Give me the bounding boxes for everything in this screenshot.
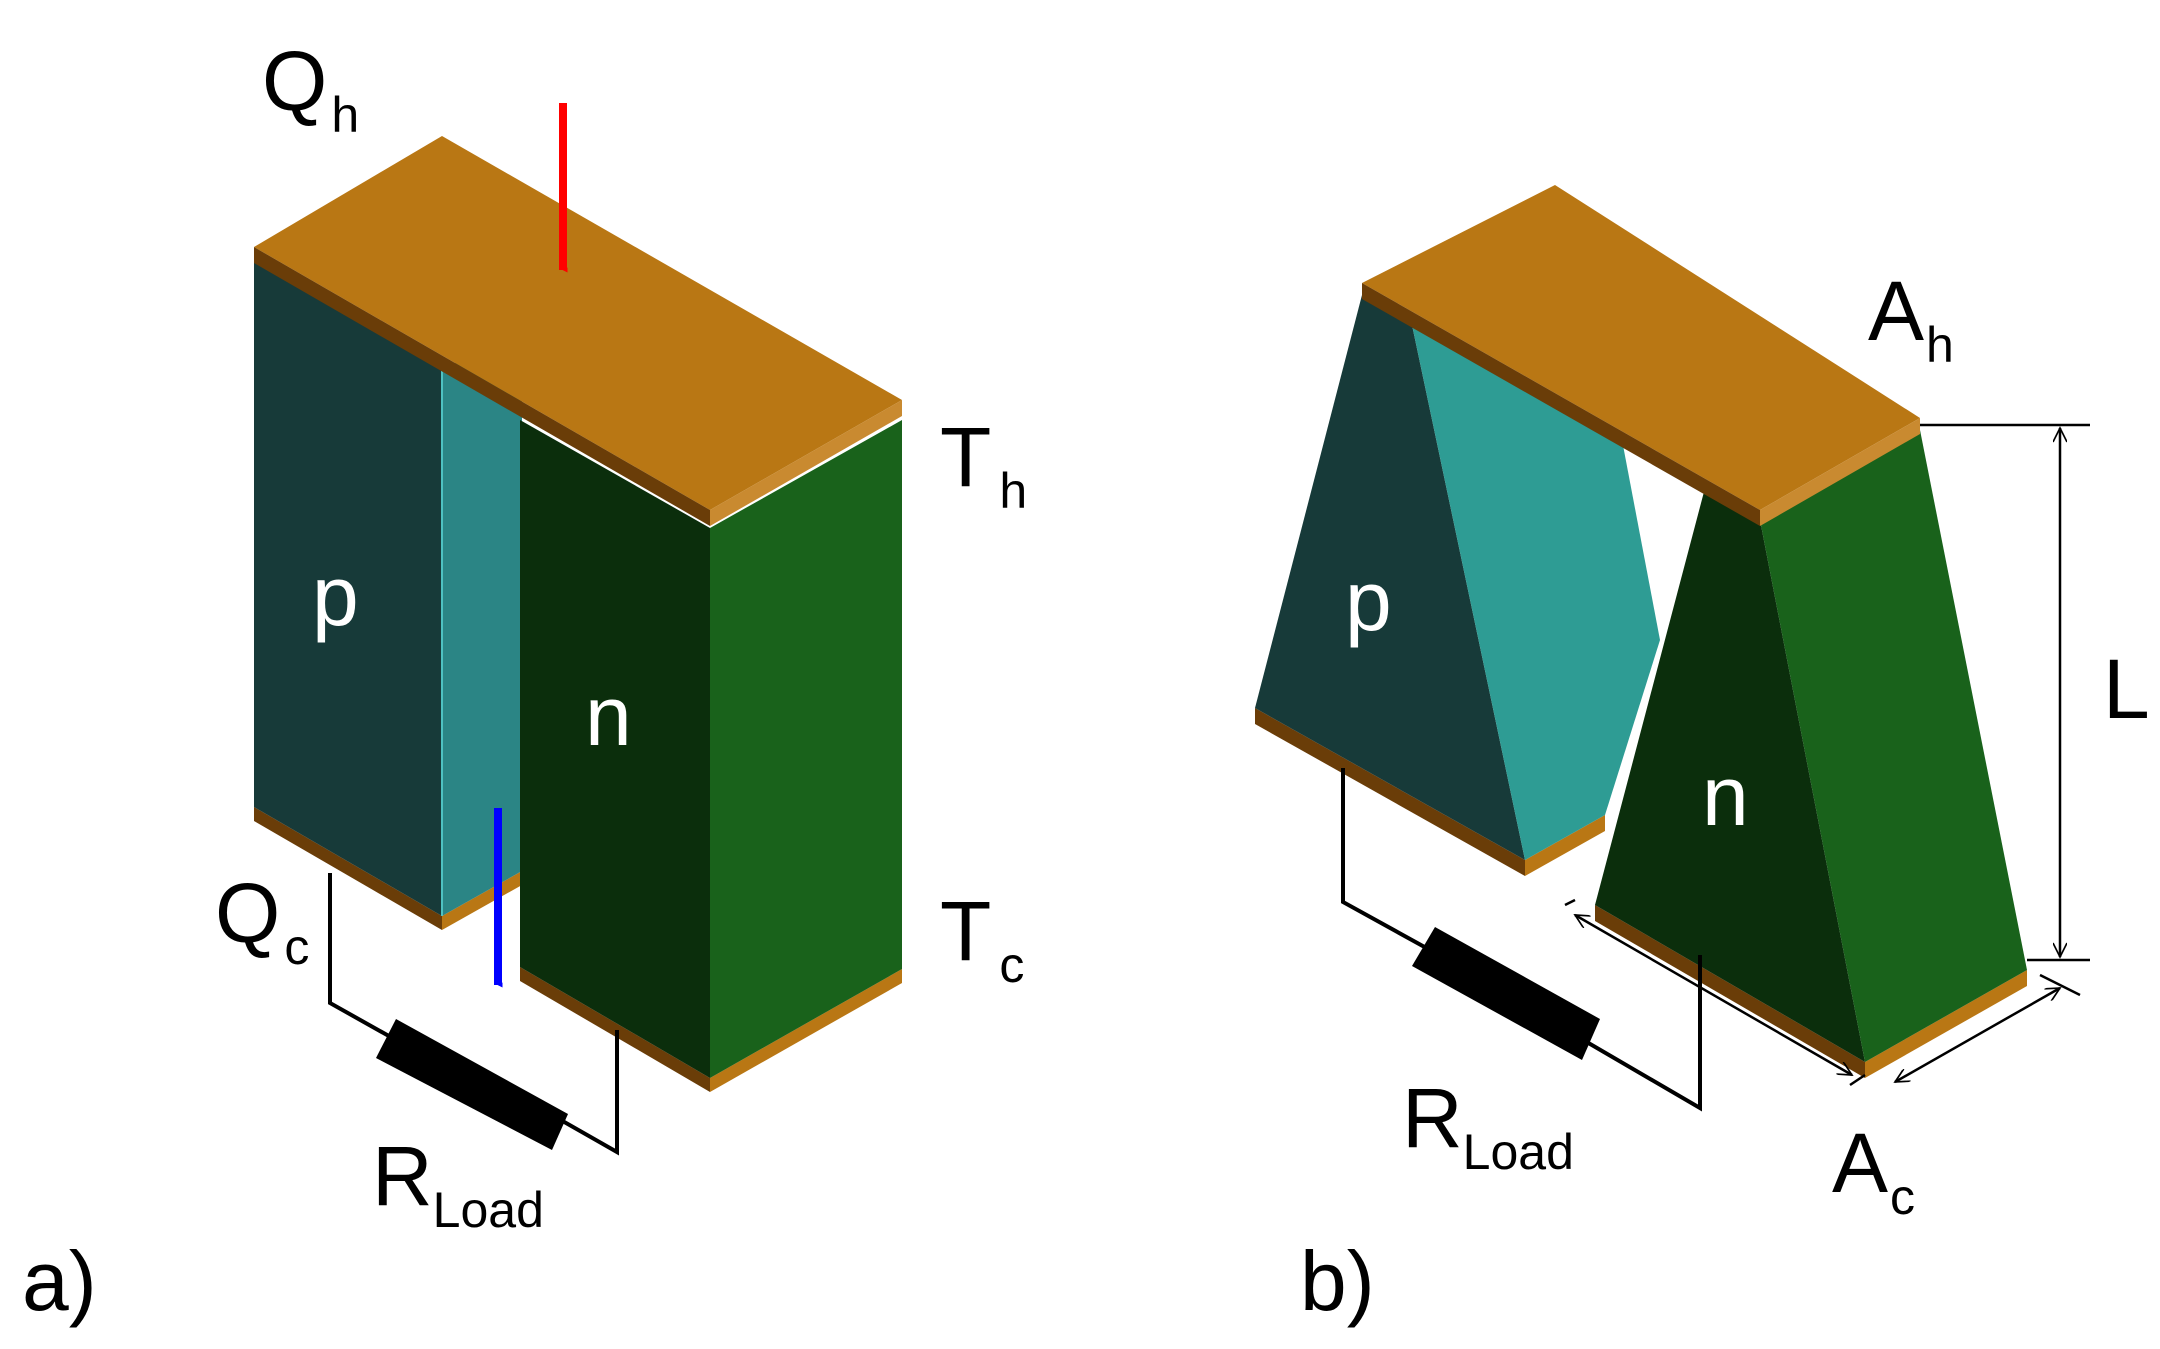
hot-plate-side — [710, 400, 902, 526]
cold-area-ext-1 — [1564, 898, 1576, 907]
load-label-b: RLoad — [1402, 1071, 1574, 1180]
hot-plate-front — [254, 247, 710, 526]
load-label-a: RLoad — [372, 1129, 544, 1238]
cold-area-ext-2 — [1849, 1073, 1866, 1087]
panel-b: Ah L p n RLoad Ac b) — [1255, 185, 2150, 1328]
cold-plate-p-b-side — [1525, 815, 1605, 876]
hot-area-label: Ah — [1868, 264, 1954, 373]
n-leg-side — [710, 420, 902, 1078]
p-leg-side — [442, 334, 522, 916]
cold-plate-n — [520, 967, 710, 1092]
hot-plate-front-b — [1362, 283, 1760, 526]
cold-plate-p-b — [1255, 708, 1525, 876]
load-resistor-a — [376, 1019, 568, 1150]
load-wire-a-right — [551, 1030, 619, 1156]
n-leg-side-b — [1760, 430, 2027, 1062]
length-label: L — [2103, 642, 2150, 736]
hot-plate-top — [254, 136, 902, 510]
hot-plate-side-b — [1760, 418, 1920, 526]
n-leg-front — [520, 420, 710, 1078]
panel-b-caption: b) — [1300, 1234, 1375, 1328]
cold-area-label: Ac — [1832, 1116, 1915, 1225]
n-leg-label-b: n — [1702, 749, 1749, 843]
p-leg-label: p — [312, 549, 359, 643]
hot-plate-top-b — [1362, 185, 1920, 510]
cold-area-dimension-1 — [1575, 913, 1852, 1077]
cold-plate-p — [254, 807, 442, 930]
load-wire-b-left — [1341, 768, 1431, 952]
cold-area-ext-3 — [2039, 973, 2081, 997]
cold-plate-n-front — [710, 969, 902, 1092]
cold-area-dimension-2 — [1895, 986, 2060, 1084]
p-leg-label-b: p — [1345, 554, 1392, 648]
p-leg-side-b — [1412, 325, 1660, 860]
load-resistor-b — [1412, 927, 1600, 1060]
heat-in-label: Qh — [262, 34, 359, 143]
n-leg-label: n — [585, 669, 632, 763]
p-leg-front-b — [1255, 295, 1525, 860]
load-wire-a-left — [328, 873, 397, 1042]
heat-out-label: Qc — [215, 866, 309, 975]
panel-a-caption: a) — [22, 1234, 97, 1328]
p-leg-front — [254, 260, 442, 916]
